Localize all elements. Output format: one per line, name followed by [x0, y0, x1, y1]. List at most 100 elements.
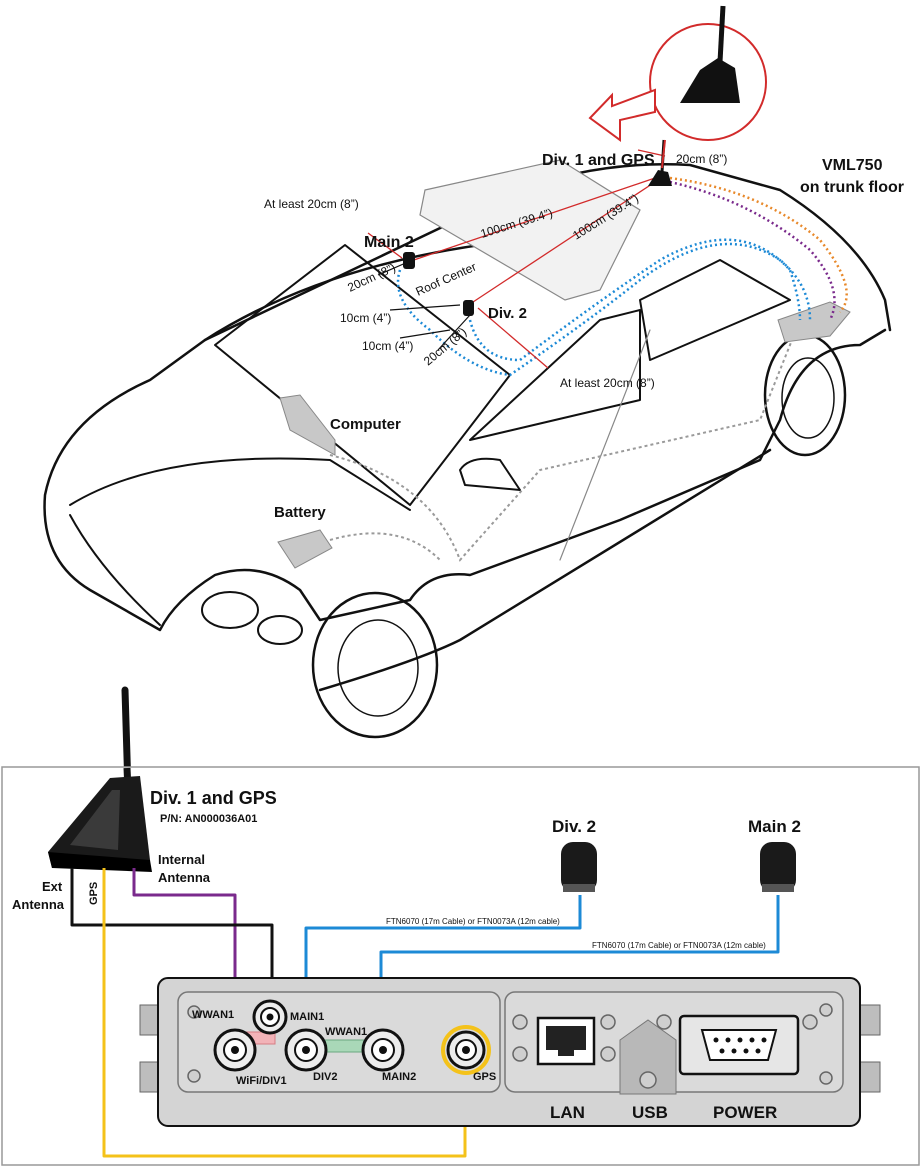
car-sill-line [318, 448, 772, 692]
label-main2: Main 2 [364, 234, 414, 251]
car-grille [69, 514, 161, 626]
screw-right-top [819, 1003, 833, 1017]
measure-100-div2 [469, 181, 656, 305]
label-main2-title: Main 2 [748, 817, 801, 836]
rf-ports [213, 999, 491, 1075]
port-main1[interactable] [252, 999, 288, 1035]
antenna-callout [588, 5, 767, 169]
computer-block [279, 394, 336, 456]
label-div2-title: Div. 2 [552, 817, 596, 836]
screw-left-bottom [187, 1069, 201, 1083]
label-port-main1: MAIN1 [290, 1011, 324, 1023]
label-port-div2: DIV2 [313, 1071, 337, 1083]
puck-antenna-div2 [561, 842, 597, 892]
label-ext-antenna-2: Antenna [12, 897, 65, 912]
car-hood-line [69, 457, 411, 511]
car-rear-hub [781, 357, 835, 439]
puck-main2-ring [762, 884, 794, 892]
port-wifi-div1-pin [231, 1046, 239, 1054]
label-antenna-title: Div. 1 and GPS [150, 788, 277, 808]
port-div2-pin [302, 1046, 310, 1054]
panel-screws [187, 1003, 833, 1089]
port-main2-pin [379, 1046, 387, 1054]
label-roof-center: Roof Center [414, 260, 479, 299]
screw-usb-housing [639, 1071, 657, 1089]
label-internal-antenna: Internal [158, 852, 205, 867]
pin-9 [755, 1048, 761, 1054]
power-port-pins [713, 1037, 767, 1054]
measurement-ticks [377, 261, 471, 351]
measure-label-10-b: 10cm (4”) [362, 339, 413, 353]
sunroof-panel [419, 159, 641, 301]
port-main1-pin [266, 1013, 274, 1021]
power-port[interactable] [678, 1014, 800, 1076]
screw-left-top [187, 1005, 201, 1019]
label-div1-gps: Div. 1 and GPS [542, 152, 655, 169]
pin-1 [713, 1037, 719, 1043]
label-port-usb: USB [632, 1103, 668, 1122]
roof-antenna-main2 [403, 252, 415, 269]
label-cable-div2: FTN6070 (17m Cable) or FTN0073A (12m cab… [386, 917, 560, 926]
pin-2 [725, 1037, 731, 1043]
puck-div2-ring [563, 884, 595, 892]
screw-usb-bottom [600, 1046, 616, 1062]
measure-label-20-top: 20cm (8”) [676, 152, 727, 166]
pin-4 [749, 1037, 755, 1043]
port-div2[interactable] [284, 1028, 328, 1072]
car-rear-wheel [763, 333, 847, 457]
car-front-wheel [311, 591, 439, 739]
cable-internal-antenna [132, 868, 237, 1050]
label-port-wifi-div1: WiFi/DIV1 [236, 1075, 287, 1087]
measure-20-bottom [477, 307, 549, 369]
screw-usb-top [600, 1014, 616, 1030]
label-port-wwan1-left: WWAN1 [192, 1009, 234, 1021]
car-front-hub [337, 619, 419, 717]
measure-label-at-least-top: At least 20cm (8”) [264, 197, 359, 211]
pin-5 [761, 1037, 767, 1043]
measure-20-top [367, 232, 403, 259]
cable-div2-blue [468, 238, 802, 362]
roof-antenna-div1-base [648, 170, 672, 186]
panel-ear-right-bottom [859, 1061, 881, 1093]
pin-6 [719, 1048, 725, 1054]
label-internal-antenna-2: Antenna [158, 870, 211, 885]
pin-8 [743, 1048, 749, 1054]
direction-arrow [588, 88, 656, 142]
screw-lan-top [512, 1014, 528, 1030]
lan-port-socket [546, 1026, 586, 1056]
port-main2[interactable] [361, 1028, 405, 1072]
antenna-highlight [70, 790, 120, 850]
label-port-power: POWER [713, 1103, 777, 1122]
label-port-gps: GPS [473, 1071, 496, 1083]
port-gps-pin [462, 1046, 470, 1054]
callout-leader [661, 139, 666, 169]
antenna-div1-gps [48, 776, 152, 872]
tick-div2-20 [437, 314, 471, 351]
label-div2: Div. 2 [488, 305, 527, 322]
pin-3 [737, 1037, 743, 1043]
callout-antenna-base [680, 58, 740, 103]
label-port-lan: LAN [550, 1103, 585, 1122]
label-ext-antenna: Ext [42, 879, 63, 894]
internal-cable-grey-battery [329, 532, 441, 561]
screw-power-right [802, 1014, 818, 1030]
label-antenna-part-number: P/N: AN000036A01 [160, 813, 257, 825]
screw-power-left [656, 1014, 672, 1030]
power-port-socket [700, 1029, 778, 1061]
measure-label-10-a: 10cm (4”) [340, 311, 391, 325]
lan-port[interactable] [536, 1016, 596, 1066]
measure-100-main2 [407, 177, 656, 263]
measure-20-side [637, 149, 666, 157]
label-computer: Computer [330, 416, 401, 433]
car-front-window [469, 309, 641, 441]
port-gps[interactable] [441, 1025, 491, 1075]
label-gps-cable: GPS [88, 882, 100, 905]
puck-antenna-main2 [760, 842, 796, 892]
port-gps-ring [441, 1025, 491, 1075]
car-side-mirror [459, 457, 521, 491]
port-wifi-div1[interactable] [213, 1028, 257, 1072]
tick-div2-10b [399, 329, 451, 339]
cable-ext-antenna [70, 868, 274, 1015]
